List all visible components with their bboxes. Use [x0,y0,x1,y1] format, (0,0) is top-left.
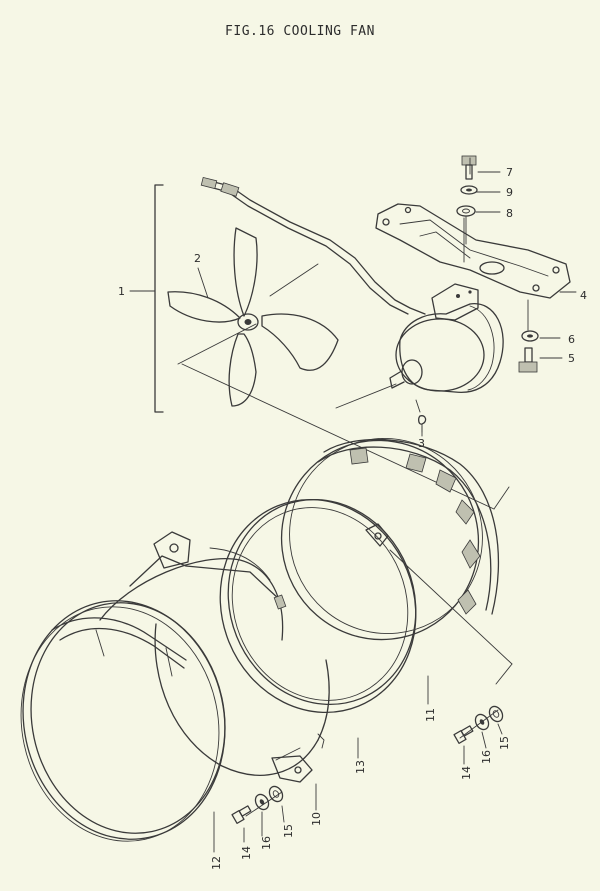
callout-1: 1 [118,285,125,298]
callout-8: 8 [506,207,513,220]
callout-9: 9 [506,186,513,199]
callout-3: 3 [418,437,425,450]
callout-2: 2 [194,252,201,265]
fan-blade [167,227,339,407]
callout-5: 5 [568,352,575,365]
clamp-ring [20,600,226,842]
callout-15-right: 15 [498,736,511,750]
callout-15-left: 15 [282,824,295,838]
callout-16-right: 16 [480,750,493,764]
callout-13: 13 [354,760,367,774]
fan-shroud [280,437,500,641]
assembly-bracket [129,184,164,413]
hose-tube [99,531,330,783]
callout-labels: 1 2 3 4 5 6 7 8 9 10 11 12 13 14 15 16 1… [118,166,587,870]
motor-bracket [375,203,571,299]
figure-title: FIG.16 COOLING FAN [225,24,375,39]
callout-6: 6 [568,333,575,346]
callout-7: 7 [506,166,513,179]
seal-ring [219,498,417,714]
callout-16-left: 16 [260,836,273,850]
hardware-top [418,155,539,437]
callout-leaders [197,171,577,853]
callout-10: 10 [310,812,323,826]
callout-14-left: 14 [240,846,253,860]
callout-4: 4 [580,289,587,302]
wiring-harness [200,176,426,315]
hardware-bottom [231,705,504,824]
callout-12: 12 [210,856,223,870]
callout-11: 11 [424,708,437,722]
callout-14-right: 14 [460,766,473,780]
fan-motor [389,283,504,394]
